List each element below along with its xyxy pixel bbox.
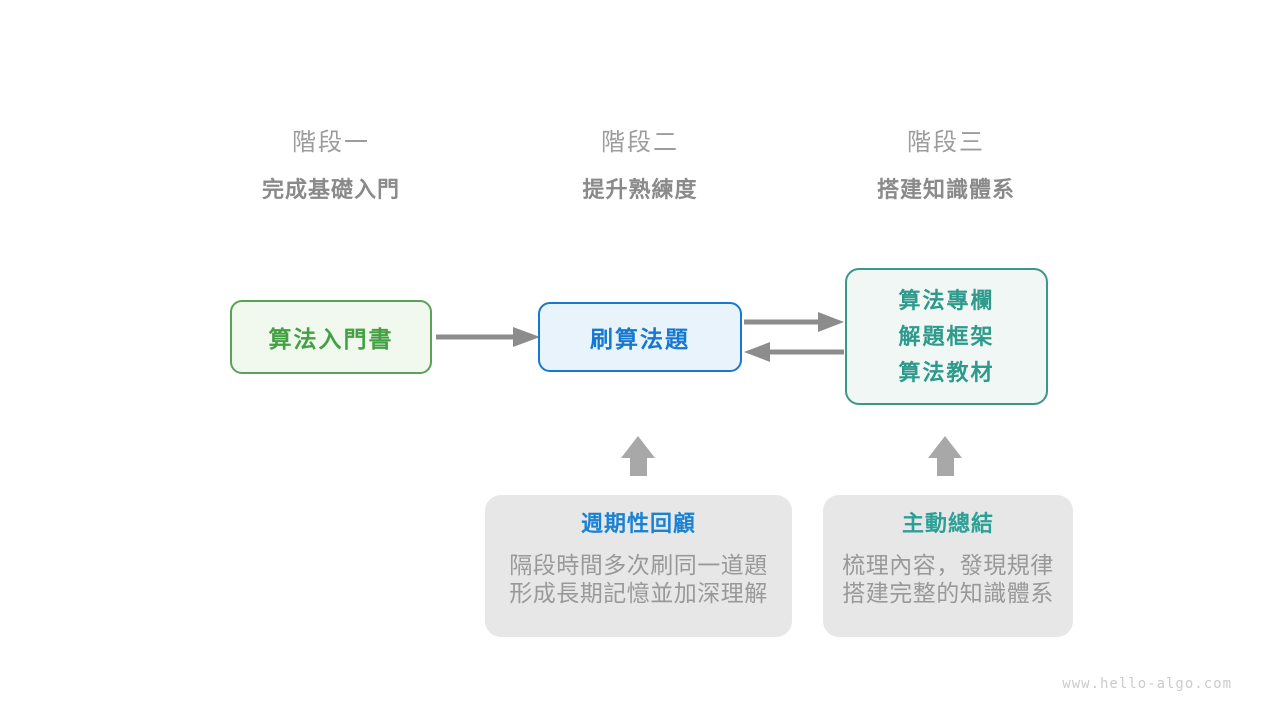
node-intro-book: 算法入門書 [230, 300, 432, 374]
note-active-summary: 主動總結 梳理內容，發現規律 搭建完整的知識體系 [823, 495, 1073, 637]
arrow-left-icon [744, 342, 844, 362]
note-periodic-review: 週期性回顧 隔段時間多次刷同一道題 形成長期記憶並加深理解 [485, 495, 792, 637]
stage-1-label: 階段一 [292, 129, 370, 156]
stage-header-2: 階段二 提升熟練度 [490, 128, 790, 204]
note-periodic-review-body: 隔段時間多次刷同一道題 形成長期記憶並加深理解 [485, 551, 792, 607]
arrow-right-icon [744, 312, 844, 332]
note-line: 形成長期記憶並加深理解 [509, 580, 768, 606]
stage-3-label: 階段三 [907, 129, 985, 156]
stage-2-label: 階段二 [601, 129, 679, 156]
note-line: 隔段時間多次刷同一道題 [509, 552, 768, 578]
stage-header-3: 階段三 搭建知識體系 [796, 128, 1096, 204]
stage-3-subtitle: 搭建知識體系 [876, 177, 1015, 202]
watermark: www.hello-algo.com [1062, 676, 1232, 692]
arrow-up-icon [928, 436, 962, 476]
stage-1-subtitle: 完成基礎入門 [261, 177, 400, 202]
note-line: 梳理內容，發現規律 [842, 552, 1054, 578]
advanced-resource-line: 解題框架 [898, 323, 995, 349]
node-practice-label: 刷算法題 [590, 326, 690, 352]
arrow-right-icon [436, 327, 540, 347]
arrow-up-icon [621, 436, 655, 476]
note-periodic-review-title: 週期性回顧 [580, 511, 696, 536]
advanced-resource-line: 算法專欄 [898, 287, 995, 313]
note-line: 搭建完整的知識體系 [842, 580, 1054, 606]
advanced-resource-line: 算法教材 [898, 359, 995, 385]
note-active-summary-body: 梳理內容，發現規律 搭建完整的知識體系 [823, 551, 1073, 607]
node-practice: 刷算法題 [538, 302, 742, 372]
note-active-summary-title: 主動總結 [901, 511, 994, 536]
node-intro-book-label: 算法入門書 [268, 326, 394, 352]
stage-2-subtitle: 提升熟練度 [582, 177, 698, 202]
node-advanced-resources: 算法專欄 解題框架 算法教材 [845, 268, 1048, 405]
stage-header-1: 階段一 完成基礎入門 [181, 128, 481, 204]
